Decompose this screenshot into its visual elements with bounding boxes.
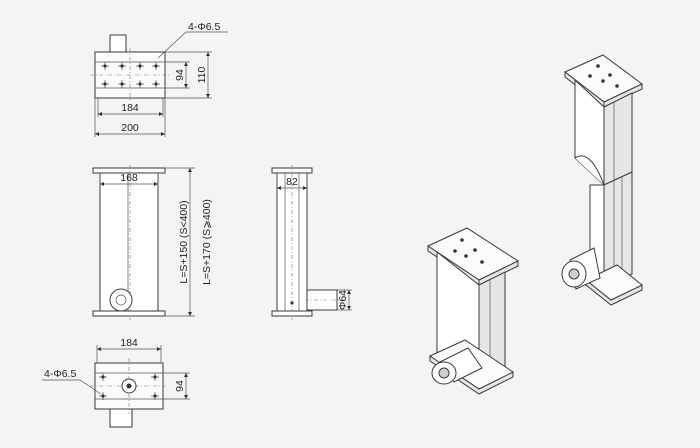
side-dim-82: 82 [286,176,298,188]
side-view: 82 Φ64 [271,165,352,320]
bottom-mounting-holes [99,373,159,400]
isometric-tall-column [561,54,643,306]
mounting-holes [101,62,160,88]
side-bottom-plate [271,310,313,317]
bottom-dim-184: 184 [120,337,138,349]
top-dim-184: 184 [121,102,139,114]
front-dim-168: 168 [120,172,138,184]
top-hole-callout: 4-Φ6.5 [188,21,220,33]
top-view: 4-Φ6.5 94 110 184 200 [90,21,228,137]
front-dim-length-long: L=S+170 (S⩾400) [201,199,213,285]
side-dim-phi64: Φ64 [337,290,349,310]
bottom-hole-callout: 4-Φ6.5 [44,368,76,380]
isometric-short-column [426,227,520,395]
top-dim-110: 110 [196,66,208,83]
top-motor-stub [109,34,127,53]
front-body [99,172,159,312]
front-dim-length-short: L=S+150 (S<400) [178,200,190,283]
top-dim-200: 200 [121,122,139,134]
bottom-view: 184 94 4-Φ6.5 [42,337,190,428]
bottom-dim-94: 94 [174,380,186,392]
front-motor-circle [109,288,133,312]
front-bottom-plate [92,310,166,317]
bottom-motor-stub [109,408,133,428]
front-view: 168 L=S+150 (S<400) L=S+170 (S⩾400) [92,165,213,320]
top-dim-94: 94 [174,69,186,81]
